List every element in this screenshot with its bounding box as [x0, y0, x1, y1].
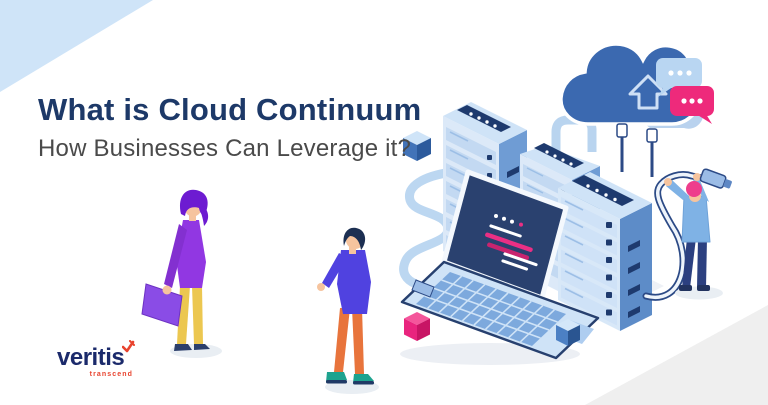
corner-triangle-top-left [0, 0, 153, 92]
page-title: What is Cloud Continuum [38, 92, 422, 127]
cube-icon-blue-bottom [556, 319, 580, 346]
server-rack-right [558, 172, 652, 331]
cloud-cables [616, 123, 658, 177]
headline-block: What is Cloud Continuum How Businesses C… [38, 92, 421, 163]
corner-triangle-bottom-right [585, 305, 768, 405]
engineer-hair [686, 181, 702, 197]
laptop-code-screen [400, 169, 600, 365]
folder-icon [141, 283, 183, 327]
engineer-holding-plug [664, 168, 732, 300]
brand-tagline: transcend [89, 371, 133, 378]
brand-checkmark-icon [122, 340, 136, 353]
cube-icon-blue-left [403, 131, 431, 161]
cable-connector [411, 279, 435, 298]
screen-code-lines [485, 214, 538, 271]
cube-icon-pink [404, 312, 430, 341]
plug-icon [699, 168, 732, 189]
woman-with-folder [141, 189, 222, 358]
page-subtitle: How Businesses Can Leverage it? [38, 134, 412, 162]
engineer-cable [642, 171, 706, 301]
veritis-logo: veritis transcend [57, 340, 143, 378]
chat-bubble-blue [656, 58, 702, 97]
man-hair [343, 227, 366, 250]
brand-name: veritis [57, 344, 125, 371]
chat-bubble-pink [670, 86, 714, 124]
man-standing [317, 227, 379, 394]
upload-arrow-icon [628, 74, 668, 110]
